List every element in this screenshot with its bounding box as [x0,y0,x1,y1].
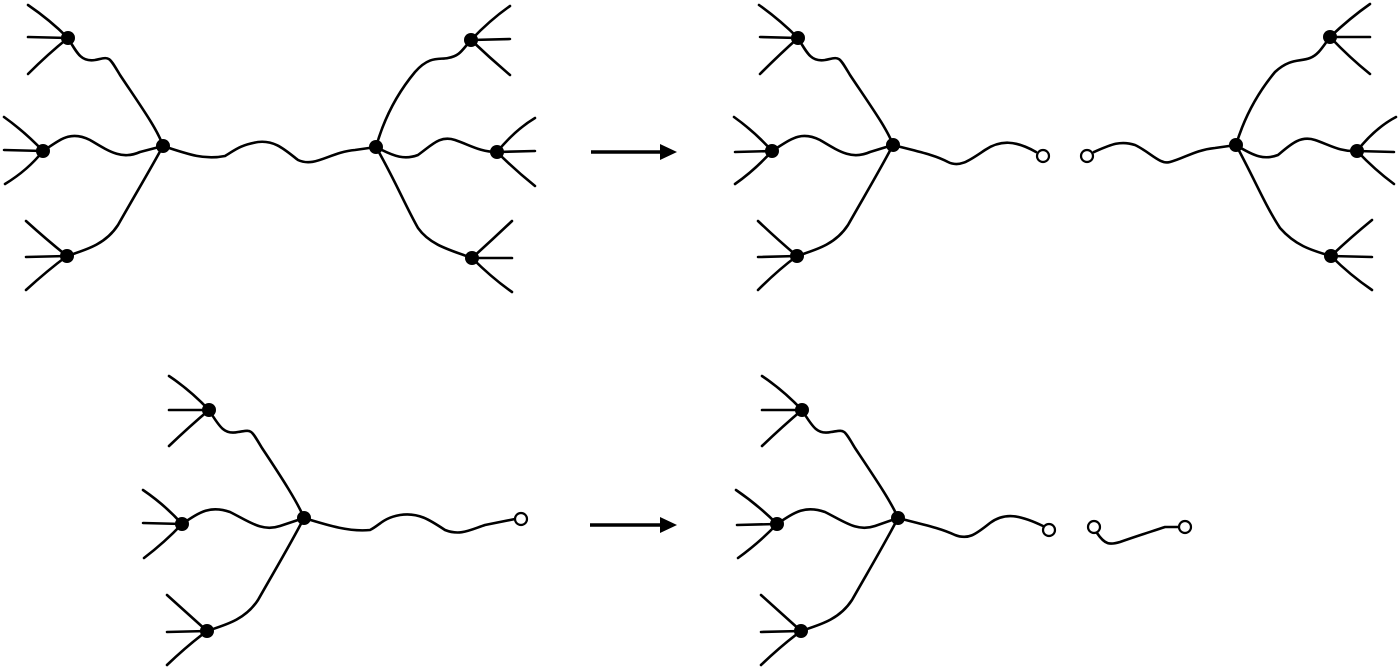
chain-end [513,511,529,527]
hub-junction [369,140,383,154]
bottom-before-network [141,374,529,667]
junction [464,33,478,47]
junction [465,251,479,265]
arrow-right-icon [591,144,677,160]
chain-end [1079,148,1095,164]
junction [790,249,804,263]
chain-end [1041,522,1057,538]
junction [791,31,805,45]
hub-junction [156,139,170,153]
bottom-after-network [734,374,1193,667]
junction [61,31,75,45]
junction [1323,30,1337,44]
hub-junction [886,138,900,152]
junction [60,249,74,263]
hub-junction [297,511,311,525]
junction [1324,249,1338,263]
hub-junction [891,511,905,525]
chain-end [1035,148,1051,164]
junction [794,624,808,638]
junction [795,403,809,417]
arrow-right-icon [590,517,677,533]
top-after-network [732,2,1398,292]
junction [765,144,779,158]
hub-junction [1229,138,1243,152]
junction [175,517,189,531]
junction [202,403,216,417]
junction [490,145,504,159]
chain-end [1086,519,1102,535]
chain-end [1177,519,1193,535]
junction [1350,144,1364,158]
top-before-network [2,3,537,294]
junction [770,517,784,531]
junction [200,624,214,638]
junction [36,144,50,158]
